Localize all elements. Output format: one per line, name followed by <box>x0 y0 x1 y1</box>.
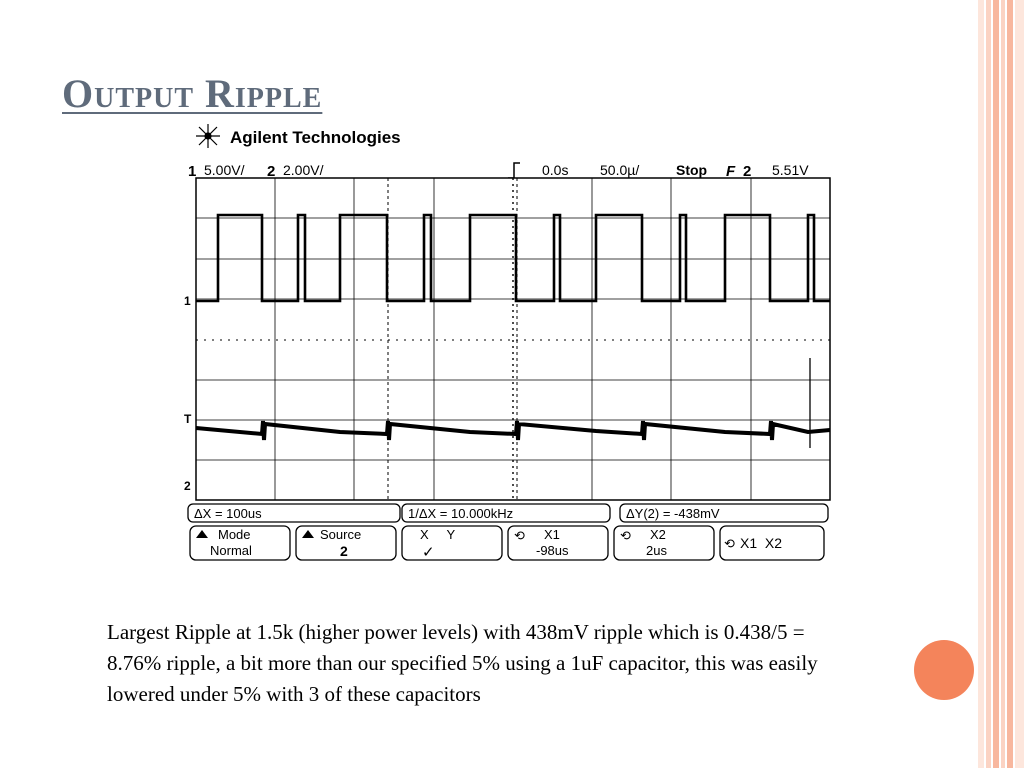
ch1-scale: 5.00V/ <box>204 162 245 178</box>
dy-readout-box <box>619 503 829 523</box>
softkey-xy: X Y ✓ <box>401 525 503 561</box>
svg-text:-98us: -98us <box>536 543 569 558</box>
decorative-circle <box>914 640 974 700</box>
inv-dx-readout: 1/ΔX = 10.000kHz <box>408 506 513 521</box>
ch1-ground-marker: 1 <box>184 294 191 308</box>
ch2-number: 2 <box>267 163 275 180</box>
svg-text:2us: 2us <box>646 543 667 558</box>
rotate-knob-icon: ⟲ <box>514 528 525 543</box>
rotate-knob-icon: ⟲ <box>620 528 631 543</box>
ch2-scale: 2.00V/ <box>283 162 324 178</box>
inv-dx-readout-box <box>401 503 611 523</box>
edge-stripe-2 <box>986 0 991 768</box>
rotate-knob-icon: ⟲ <box>724 536 735 551</box>
svg-text:Normal: Normal <box>210 543 252 558</box>
softkey-x2: ⟲ X2 2us <box>613 525 715 561</box>
svg-text:X1: X1 <box>544 527 560 542</box>
slide-title: Output Ripple <box>62 71 323 116</box>
dx-readout: ΔX = 100us <box>194 506 262 521</box>
softkey-source: Source 2 <box>295 525 397 561</box>
trigger-channel: 2 <box>743 163 751 180</box>
agilent-spark-icon <box>196 124 220 148</box>
run-state: Stop <box>676 162 707 178</box>
svg-text:2: 2 <box>340 543 348 559</box>
softkey-x1x2: ⟲ X1 X2 <box>719 525 825 561</box>
trigger-marker: T <box>184 412 192 426</box>
oscilloscope-screenshot: Agilent Technologies 1 5.00V/ 2 2.00V/ 0… <box>184 124 831 561</box>
ch2-ground-marker: 2 <box>184 479 191 493</box>
ch2-trace <box>195 420 831 441</box>
trigger-level: 5.51V <box>772 162 809 178</box>
svg-text:✓: ✓ <box>422 544 435 561</box>
edge-stripe-4 <box>1001 0 1005 768</box>
dx-readout-box <box>187 503 401 523</box>
brand-name: Agilent Technologies <box>230 128 401 147</box>
edge-stripe-5 <box>1007 0 1013 768</box>
trigger-edge-icon <box>508 162 520 179</box>
ch1-trace <box>196 213 830 303</box>
time-offset: 0.0s <box>542 162 568 178</box>
svg-text:Mode: Mode <box>218 527 251 542</box>
softkey-x1: ⟲ X1 -98us <box>507 525 609 561</box>
svg-text:X2: X2 <box>650 527 666 542</box>
time-per-div: 50.0µ/ <box>600 162 639 178</box>
svg-text:Source: Source <box>320 527 361 542</box>
svg-text:X Y: X Y <box>420 527 455 542</box>
softkey-mode: Mode Normal <box>189 525 291 561</box>
trigger-mode-icon: F <box>726 163 736 180</box>
edge-stripe-6 <box>1015 0 1024 768</box>
svg-text:X1 X2: X1 X2 <box>740 535 782 551</box>
dy-readout: ΔY(2) = -438mV <box>626 506 720 521</box>
edge-stripe-1 <box>978 0 984 768</box>
ch1-number: 1 <box>188 163 196 180</box>
edge-stripe-3 <box>993 0 999 768</box>
slide-body-text: Largest Ripple at 1.5k (higher power lev… <box>107 620 818 706</box>
